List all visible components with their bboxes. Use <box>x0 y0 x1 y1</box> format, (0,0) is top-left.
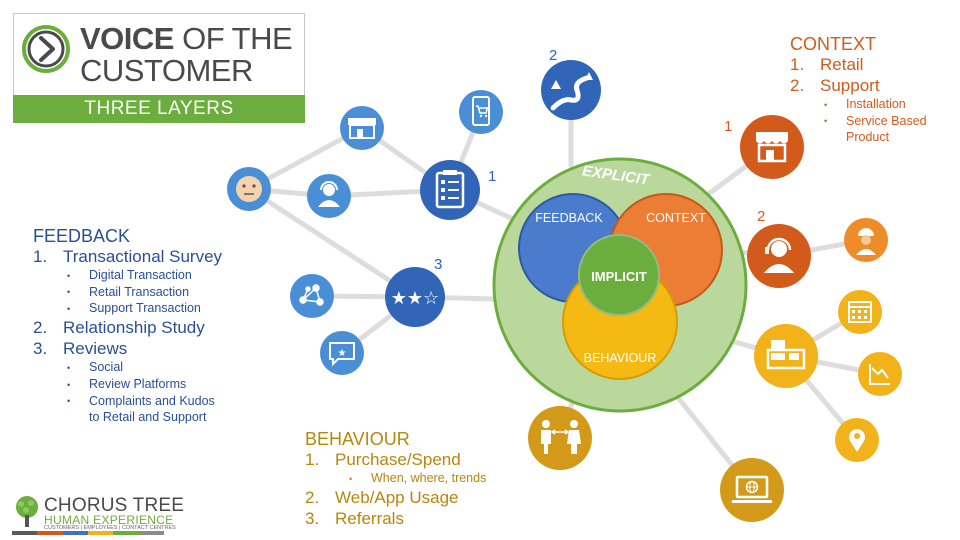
journey-number: 2 <box>549 47 557 64</box>
rating-number: 3 <box>434 256 442 273</box>
rating-stars: ★★☆ <box>391 288 439 309</box>
context-heading: CONTEXT <box>790 34 877 54</box>
laptop-node <box>720 458 784 522</box>
winding-road-icon <box>550 72 593 111</box>
svg-text:★: ★ <box>338 348 347 359</box>
location-node <box>835 418 879 462</box>
brand-sub: HUMAN EXPERIENCE <box>44 513 174 527</box>
feedback-panel: FEEDBACK 1.Transactional Survey •Digital… <box>33 226 222 425</box>
brand-stripes <box>12 531 164 535</box>
survey-number: 1 <box>488 168 496 185</box>
store-node-orange <box>740 115 804 179</box>
support-agent-node-blue <box>307 174 351 218</box>
implicit-circle <box>578 234 660 316</box>
survey-node <box>420 160 480 220</box>
context-sub-item: •Installation <box>824 97 906 111</box>
feedback-sub-item: •Complaints and Kudos to Retail and Supp… <box>67 393 215 424</box>
network-icon <box>299 284 324 306</box>
network-node <box>290 274 334 318</box>
brand-name: CHORUS TREE <box>44 495 185 516</box>
headset-number: 2 <box>757 208 765 225</box>
title-line-1: VOICE OF THE <box>80 21 293 56</box>
location-pin-icon <box>848 429 865 452</box>
feedback-item-1: 1.Transactional Survey <box>33 247 223 266</box>
store-icon-orange <box>756 132 788 163</box>
survey-checklist-icon <box>435 170 465 209</box>
feedback-label: FEEDBACK <box>535 211 603 225</box>
headset-node <box>747 224 811 288</box>
chat-star-node: ★ <box>320 331 364 375</box>
behaviour-panel: BEHAVIOUR 1.Purchase/Spend •When, where,… <box>305 429 486 529</box>
calendar-node <box>838 290 882 334</box>
calendar-icon <box>848 301 872 323</box>
face-icon <box>236 176 262 202</box>
face-node <box>227 167 271 211</box>
behaviour-item-3: 3.Referrals <box>305 508 404 528</box>
title-box: VOICE OF THE CUSTOMER THREE LAYERS <box>13 13 305 123</box>
behaviour-label: BEHAVIOUR <box>584 351 657 365</box>
people-exchange-icon <box>541 420 581 454</box>
tree-icon <box>16 496 38 527</box>
journey-node <box>541 60 601 120</box>
technician-icon <box>856 228 876 255</box>
behaviour-heading: BEHAVIOUR <box>305 429 410 449</box>
laptop-globe-icon <box>732 475 772 503</box>
brand-logo: CHORUS TREE HUMAN EXPERIENCE CUSTOMERS |… <box>12 495 184 535</box>
behaviour-item-2: 2.Web/App Usage <box>305 487 459 507</box>
context-item-1: 1.Retail <box>790 55 864 74</box>
feedback-heading: FEEDBACK <box>33 226 131 246</box>
mobile-cart-node <box>459 90 503 134</box>
title-band: THREE LAYERS <box>13 95 305 123</box>
feedback-item-3: 3.Reviews <box>33 339 128 359</box>
mobile-cart-icon <box>472 96 490 126</box>
store-icon <box>348 118 376 139</box>
cash-register-node <box>754 324 818 388</box>
brand-tagline: CUSTOMERS | EMPLOYEES | CONTACT CENTRES <box>44 525 176 531</box>
support-agent-icon-orange <box>764 237 794 273</box>
context-label: CONTEXT <box>646 211 706 225</box>
store-node-blue <box>340 106 384 150</box>
technician-node <box>844 218 888 262</box>
chart-node <box>858 352 902 396</box>
context-sub-item: •Service Based Product <box>824 113 927 144</box>
chat-star-icon: ★ <box>329 342 355 367</box>
context-item-2: 2.Support <box>790 76 880 95</box>
cash-register-icon <box>766 340 806 370</box>
people-node <box>528 406 592 470</box>
context-panel: CONTEXT 1.Retail 2.Support •Installation… <box>790 34 936 145</box>
behaviour-sub-item: •When, where, trends <box>349 471 487 485</box>
feedback-sub-item: •Review Platforms <box>67 376 187 391</box>
feedback-item-2: 2.Relationship Study <box>33 318 205 338</box>
feedback-sub-item: •Retail Transaction <box>67 284 190 299</box>
rating-node: ★★☆ <box>385 267 445 327</box>
implicit-label: IMPLICIT <box>591 269 647 284</box>
title-line-2: CUSTOMER <box>80 53 253 88</box>
feedback-sub-item: •Social <box>67 360 124 375</box>
chevron-right-icon <box>22 25 70 73</box>
support-agent-icon <box>318 181 340 207</box>
feedback-sub-item: •Digital Transaction <box>67 268 192 282</box>
store-number: 1 <box>724 118 732 135</box>
feedback-sub-item: •Support Transaction <box>67 301 201 316</box>
behaviour-item-1: 1.Purchase/Spend <box>305 450 461 469</box>
chart-icon <box>869 364 890 385</box>
